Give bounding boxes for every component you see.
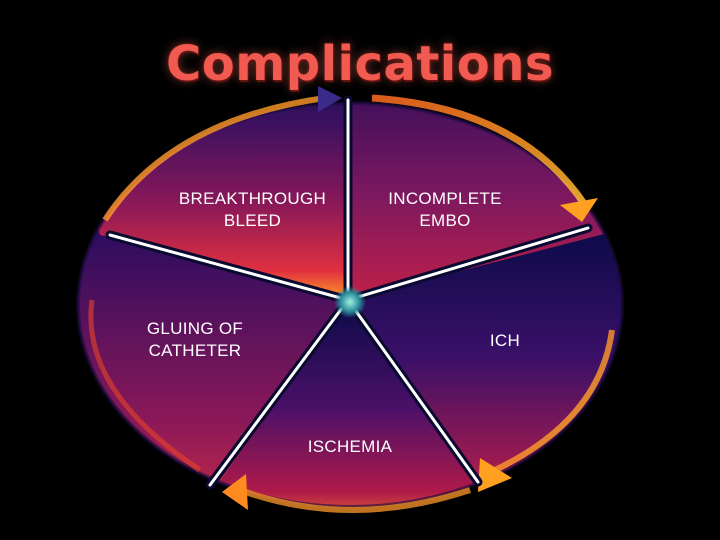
label-line: ISCHEMIA: [307, 437, 393, 456]
label-line: EMBO: [419, 211, 471, 230]
segment-ischemia: [215, 300, 480, 507]
arrow-right: [493, 329, 615, 473]
label-line: ICH: [489, 331, 521, 350]
label-ischemia: ISCHEMIA: [280, 436, 420, 458]
label-gluing-of-catheter: GLUING OF CATHETER: [120, 318, 270, 362]
label-line: BLEED: [223, 211, 282, 230]
arrow-top-right: [371, 94, 588, 207]
label-ich: ICH: [470, 330, 540, 352]
arrow-top-left: [102, 95, 326, 222]
arrow-left: [88, 299, 202, 473]
arrowhead-top-left: [318, 86, 342, 112]
arrowhead-bottom: [222, 474, 248, 510]
label-breakthrough-bleed: BREAKTHROUGH BLEED: [160, 188, 345, 232]
label-line: INCOMPLETE: [388, 189, 502, 208]
label-incomplete-embo: INCOMPLETE EMBO: [360, 188, 530, 232]
arrowhead-right: [478, 458, 512, 492]
cycle-arrows: [88, 86, 615, 513]
arrowhead-top-right: [560, 198, 598, 222]
slide-title: Complications: [166, 36, 554, 92]
label-line: CATHETER: [148, 341, 242, 360]
arrow-bottom: [238, 487, 471, 513]
label-line: GLUING OF: [146, 319, 244, 338]
label-line: BREAKTHROUGH: [178, 189, 327, 208]
segment-dividers: [105, 95, 593, 490]
center-hub: [334, 286, 366, 318]
